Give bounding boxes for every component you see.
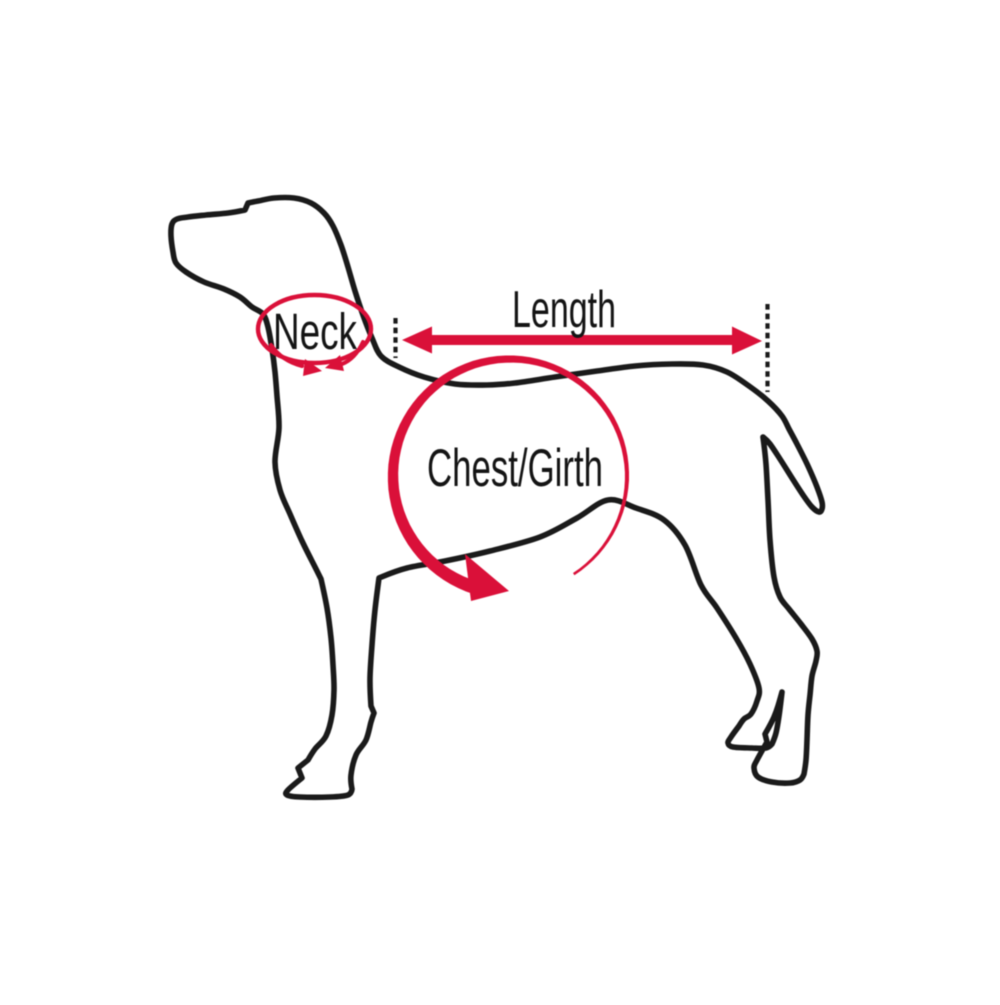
girth-arrowhead [465, 554, 509, 601]
girth-measure: Chest/Girth [387, 355, 629, 601]
length-arrow [402, 326, 762, 355]
neck-ellipse [255, 292, 374, 366]
neck-label: Neck [273, 303, 357, 360]
neck-arrow-right-arc [340, 340, 365, 366]
neck-measure: Neck [255, 292, 374, 376]
neck-arrow-right-head [325, 355, 344, 371]
length-label: Length [512, 281, 616, 339]
girth-label: Chest/Girth [427, 439, 603, 498]
dog-outline [168, 194, 826, 801]
neck-arrow-left-head [303, 359, 322, 376]
length-measure: Length [393, 281, 770, 392]
neck-arrow-left-arc [269, 343, 304, 368]
